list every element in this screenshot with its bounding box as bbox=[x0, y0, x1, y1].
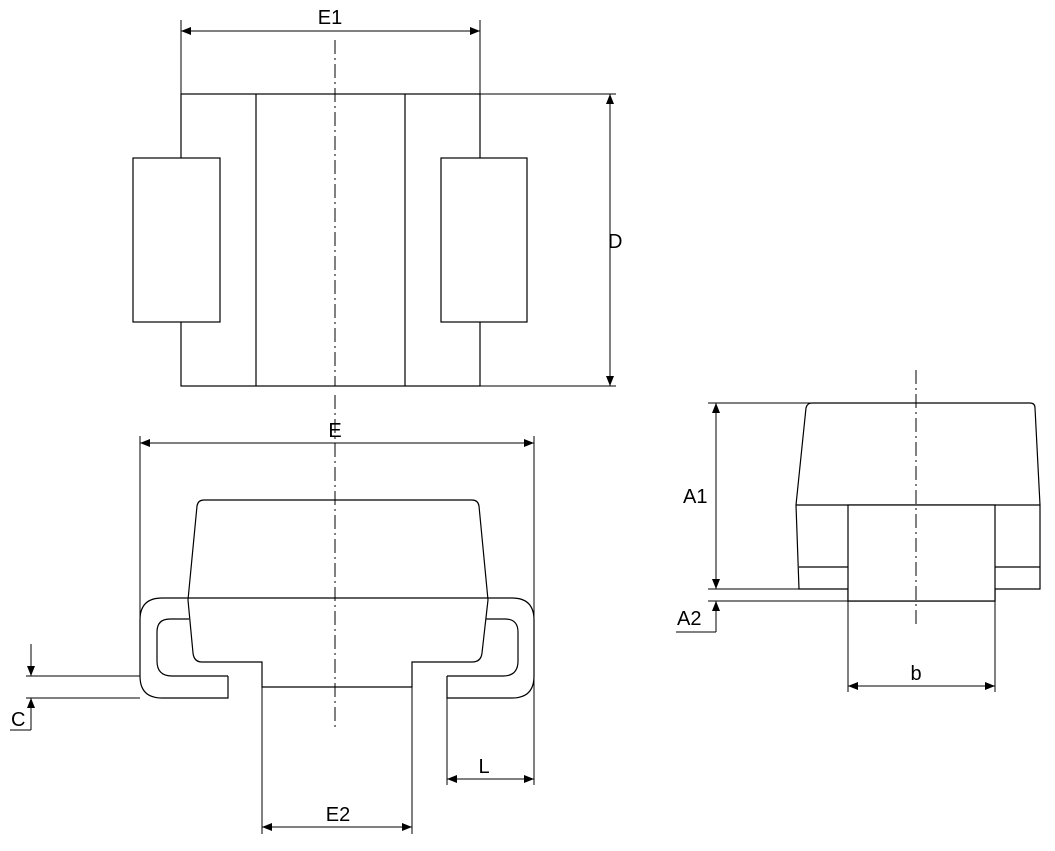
top-view: E1 D bbox=[132, 7, 622, 387]
end-view: A1 A2 b bbox=[676, 370, 1041, 692]
top-view-left-lead bbox=[132, 157, 221, 323]
l-label: L bbox=[478, 756, 489, 778]
d-label: D bbox=[608, 231, 622, 253]
end-view-lead bbox=[847, 504, 996, 602]
side-view-body bbox=[187, 499, 489, 688]
e2-label: E2 bbox=[326, 804, 350, 826]
c-label: C bbox=[11, 709, 25, 731]
e-label: E bbox=[328, 420, 341, 442]
a1-label: A1 bbox=[683, 486, 707, 508]
b-label: b bbox=[910, 663, 921, 685]
side-view: E E2 L C bbox=[10, 395, 535, 834]
a2-label: A2 bbox=[677, 608, 701, 630]
e1-label: E1 bbox=[318, 7, 342, 29]
top-view-body-outline bbox=[180, 93, 481, 387]
top-view-right-lead bbox=[440, 157, 528, 323]
